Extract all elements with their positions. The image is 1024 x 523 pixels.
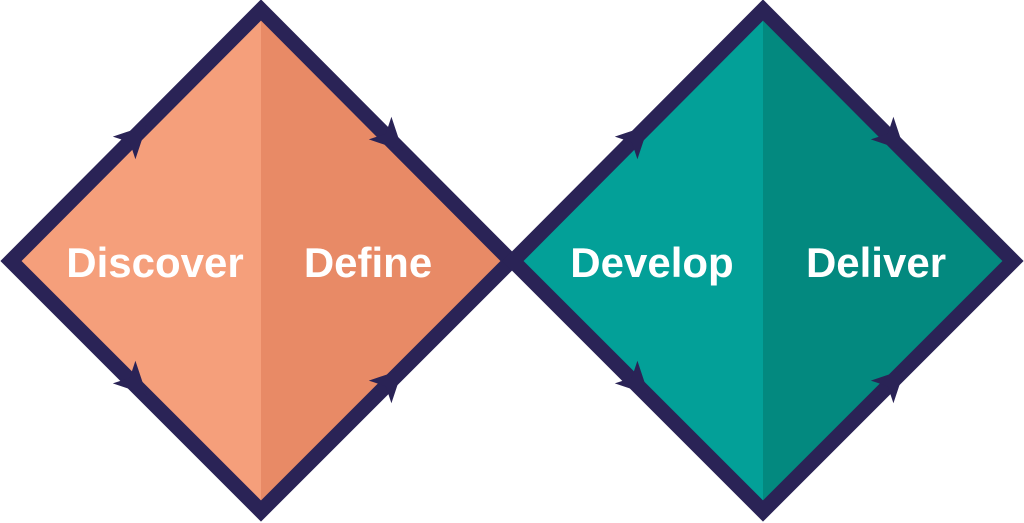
diamond-develop-deliver: [502, 0, 1024, 522]
arrowhead-icon: [870, 369, 905, 404]
develop-half: [513, 10, 763, 511]
arrowhead-icon: [614, 125, 649, 160]
label-deliver: Deliver: [806, 239, 946, 286]
label-discover: Discover: [66, 239, 243, 286]
diamond-1-outline: [0, 0, 522, 522]
phase-labels: Discover Define Develop Deliver: [66, 239, 946, 286]
label-define: Define: [304, 239, 432, 286]
diamond-2-outline: [502, 0, 1024, 522]
define-half: [261, 10, 511, 511]
diamond-discover-define: [0, 0, 522, 522]
arrowhead-icon: [870, 116, 905, 151]
deliver-half: [763, 10, 1013, 511]
arrowhead-icon: [614, 360, 649, 395]
label-develop: Develop: [570, 239, 733, 286]
discover-half: [11, 10, 261, 511]
